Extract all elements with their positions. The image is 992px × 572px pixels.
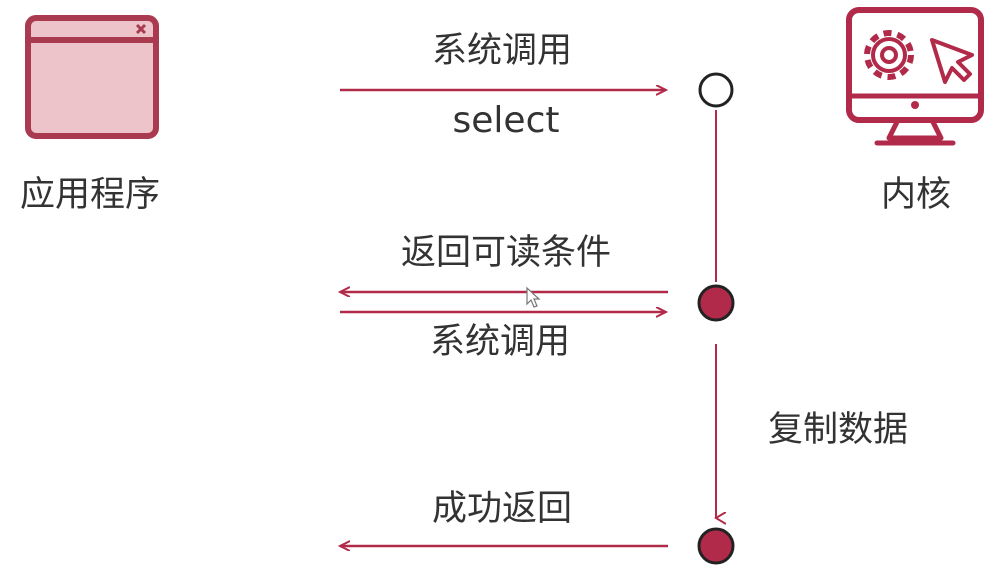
gear-icon <box>864 30 914 80</box>
message-syscall-2: 系统调用 <box>429 322 571 362</box>
message-success-return: 成功返回 <box>431 489 573 529</box>
kernel-computer-icon <box>846 7 984 146</box>
node-readable <box>697 284 735 322</box>
node-open <box>698 72 734 108</box>
message-select: select <box>452 100 560 141</box>
mouse-pointer-icon <box>526 286 541 308</box>
message-syscall-1: 系统调用 <box>431 31 573 71</box>
message-copy-data: 复制数据 <box>767 410 909 450</box>
kernel-label: 内核 <box>880 175 952 215</box>
app-label: 应用程序 <box>19 175 161 215</box>
cursor-icon <box>930 38 974 84</box>
message-return-readable: 返回可读条件 <box>400 233 612 273</box>
app-window-icon <box>25 15 159 139</box>
node-done <box>697 527 735 565</box>
